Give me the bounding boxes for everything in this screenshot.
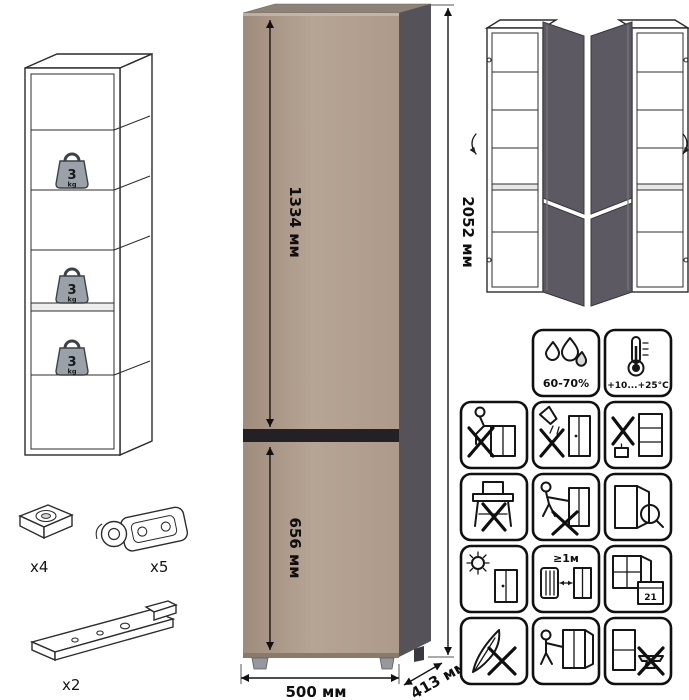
wire-inner-frame bbox=[30, 73, 115, 450]
back-foot bbox=[414, 646, 424, 662]
no-standing-icon bbox=[459, 472, 529, 542]
dim-upper-door-height: 1334 мм bbox=[286, 186, 304, 258]
cabinet-side-panel bbox=[399, 4, 431, 657]
no-liquids-icon bbox=[531, 400, 601, 470]
front-foot-right bbox=[379, 657, 395, 670]
heater-distance-value: ≥1м bbox=[553, 552, 579, 565]
no-solvents-icon bbox=[603, 400, 673, 470]
humidity-icon: 60-70% bbox=[531, 328, 601, 398]
ventilation-calendar-icon: 21 bbox=[603, 544, 673, 614]
weight-unit: kg bbox=[68, 296, 77, 304]
door-top-edge bbox=[243, 13, 399, 16]
foot-qty: x4 bbox=[30, 558, 48, 576]
weight-value: 3 bbox=[67, 355, 76, 370]
wire-divider bbox=[30, 302, 115, 312]
hardware-hinge: x5 bbox=[95, 506, 189, 576]
open-door-lower bbox=[542, 202, 585, 307]
cabinet-lower-door bbox=[243, 442, 399, 653]
inspect-door-icon bbox=[603, 472, 673, 542]
no-dragging-icon bbox=[531, 472, 601, 542]
temperature-icon: +10...+25°C bbox=[603, 328, 673, 398]
shelf-weight: 3 kg bbox=[55, 339, 89, 376]
open-cabinet-right bbox=[590, 19, 689, 307]
weight-value: 3 bbox=[67, 283, 76, 298]
cabinet-base-edge bbox=[243, 653, 399, 658]
heater-distance-icon: ≥1м bbox=[531, 544, 601, 614]
weight-unit: kg bbox=[68, 368, 77, 376]
icon-frame bbox=[459, 472, 529, 542]
no-heavy-impact-icon bbox=[603, 616, 673, 686]
wire-side-face bbox=[119, 52, 153, 457]
door-swing-arrow bbox=[682, 133, 689, 155]
rail-qty: x2 bbox=[62, 676, 80, 694]
open-cabinet-left bbox=[469, 19, 585, 307]
weight-value: 3 bbox=[67, 168, 76, 183]
cabinet-top-face bbox=[242, 3, 432, 14]
front-foot-left bbox=[251, 657, 269, 670]
hardware-rail: x2 bbox=[29, 600, 178, 694]
dim-lower-door-height: 656 мм bbox=[286, 517, 304, 578]
icon-frame bbox=[459, 400, 529, 470]
hardware-foot: x4 bbox=[18, 504, 74, 576]
icon-frame bbox=[531, 616, 601, 686]
door-gap bbox=[243, 429, 399, 442]
shelf-weight: 3 kg bbox=[55, 267, 89, 304]
cabinet-render bbox=[242, 3, 432, 670]
hinge-qty: x5 bbox=[150, 558, 168, 576]
weight-unit: kg bbox=[68, 181, 77, 189]
open-door-upper bbox=[542, 21, 585, 215]
avoid-sunlight-icon bbox=[459, 544, 529, 614]
calendar-day: 21 bbox=[644, 593, 657, 603]
cabinet-upper-door bbox=[243, 13, 399, 429]
temperature-value: +10...+25°C bbox=[607, 381, 669, 391]
icon-frame bbox=[531, 400, 601, 470]
dim-width: 500 мм bbox=[285, 683, 346, 700]
shelf-weight: 3 kg bbox=[55, 152, 89, 189]
open-door-lower bbox=[590, 202, 633, 307]
no-sitting-icon bbox=[459, 400, 529, 470]
humidity-value: 60-70% bbox=[543, 377, 589, 390]
no-feather-duster-icon bbox=[459, 616, 529, 686]
assembly-icon bbox=[531, 616, 601, 686]
dim-total-height: 2052 мм bbox=[459, 196, 477, 268]
wireframe-cabinet: 3 kg 3 kg 3 kg bbox=[24, 52, 153, 457]
open-door-upper bbox=[590, 21, 633, 215]
door-swing-arrow bbox=[469, 133, 477, 155]
